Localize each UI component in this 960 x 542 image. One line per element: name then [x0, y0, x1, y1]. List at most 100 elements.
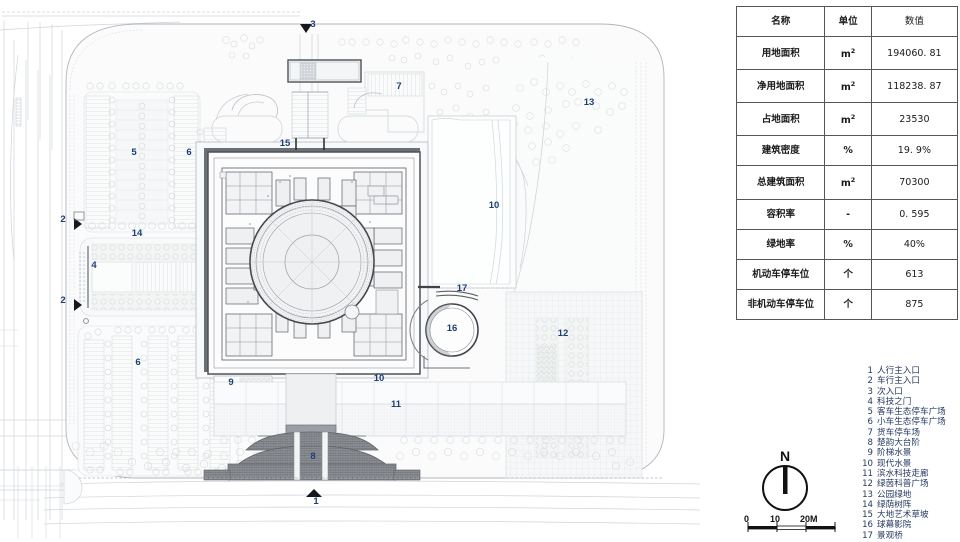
metrics-cell-unit: 个 [824, 258, 872, 290]
metrics-cell-value: 0. 595 [870, 198, 959, 230]
legend-item-number: 17 [862, 530, 873, 541]
map-number-8: 8 [310, 451, 315, 462]
legend-item-number: 11 [862, 468, 873, 479]
metrics-cell-unit: m2 [824, 102, 872, 137]
south-road [43, 477, 701, 525]
legend-item-number: 8 [867, 438, 873, 449]
metrics-cell-value: 70300 [870, 165, 959, 200]
metrics-header-row: 名称 单位 数值 [735, 6, 959, 37]
legend-item-number: 7 [867, 427, 873, 438]
map-number-10: 10 [489, 200, 500, 211]
legend-item-label: 车行主入口 [877, 376, 920, 387]
map-number-13: 13 [584, 97, 595, 108]
metrics-header-name: 名称 [735, 6, 826, 37]
legend-item-number: 14 [862, 499, 873, 510]
metrics-cell-unit: m2 [824, 165, 872, 200]
legend-item-label: 次入口 [877, 386, 903, 397]
metrics-cell-name: 用地面积 [735, 35, 826, 71]
tree-row-bottom [88, 222, 196, 230]
map-number-3: 3 [310, 19, 315, 30]
legend-item-number: 9 [867, 448, 873, 459]
boundary-tree-line [69, 29, 143, 425]
tech-gate-dashed [79, 252, 85, 304]
legend-item: 9 阶梯水景 [860, 448, 960, 458]
legend-item-label: 滨水科技走廊 [877, 468, 929, 479]
metrics-cell-value: 118238. 87 [870, 69, 959, 104]
plan-detail-dots [247, 175, 383, 305]
map-number-6: 6 [186, 147, 191, 158]
legend-item-label: 现代水景 [877, 458, 912, 469]
metrics-row: 建筑密度%19. 9% [735, 135, 959, 167]
legend-item-label: 人行主入口 [877, 366, 920, 376]
map-number-11: 11 [391, 399, 402, 410]
scale-label-mid: 10 [770, 514, 781, 524]
legend-item: 3 次入口 [860, 387, 960, 397]
legend-item-label: 楚韵大台阶 [877, 438, 920, 449]
modern-water-feature-10 [427, 115, 517, 289]
scale-bar [747, 522, 836, 532]
park-green-13 [497, 57, 640, 301]
dome-cinema-16 [409, 299, 479, 369]
metrics-cell-unit: m2 [824, 35, 872, 71]
map-number-10: 10 [374, 373, 385, 384]
tree-row-edge [108, 96, 176, 224]
legend-item-number: 16 [862, 520, 873, 531]
metrics-row: 容积率-0. 595 [735, 198, 959, 230]
legend-item-label: 公园绿地 [877, 489, 912, 500]
metrics-cell-name: 净用地面积 [735, 69, 826, 104]
vehicle-entry-arrow-north [74, 218, 82, 230]
land-art-lawn-15 [211, 91, 419, 150]
metrics-cell-unit: 个 [824, 288, 872, 320]
legend-item-label: 阶梯水景 [877, 448, 912, 459]
metrics-cell-unit: % [824, 135, 872, 167]
main-museum-building [195, 141, 429, 379]
legend-item: 17 景观桥 [860, 531, 960, 541]
north-service-building [287, 59, 362, 83]
map-number-9: 9 [228, 377, 233, 388]
legend-item-number: 3 [867, 386, 873, 397]
metrics-cell-name: 绿地率 [735, 228, 826, 260]
metrics-cell-name: 非机动车停车位 [735, 288, 826, 320]
context-rail-hatch [15, 97, 22, 127]
site-marker [83, 318, 89, 324]
map-number-15: 15 [280, 138, 291, 149]
metrics-header-value: 数值 [870, 6, 959, 37]
grand-stair-8 [203, 373, 421, 481]
metrics-cell-name: 占地面积 [735, 102, 826, 137]
atrium-axes [250, 200, 374, 324]
legend-item-label: 球幕影院 [877, 520, 912, 531]
metrics-cell-value: 19. 9% [870, 135, 959, 167]
metrics-cell-value: 40% [870, 228, 959, 260]
atrium-core [344, 304, 360, 320]
metrics-cell-value: 875 [870, 288, 959, 320]
gatehouse-north [73, 211, 85, 221]
tree-cluster-south [71, 441, 634, 470]
tree-row-center [138, 102, 146, 220]
legend-item: 2 车行主入口 [860, 376, 960, 386]
metrics-row: 绿地率%40% [735, 228, 959, 260]
metrics-cell-name: 建筑密度 [735, 135, 826, 167]
map-number-2: 2 [60, 295, 65, 306]
map-number-2: 2 [60, 214, 65, 225]
legend-item-number: 5 [867, 407, 873, 418]
map-number-14: 14 [132, 228, 143, 239]
legend-item-label: 景观桥 [877, 530, 903, 541]
tree-cluster-nw [222, 34, 264, 60]
legend-item-number: 1 [867, 366, 873, 376]
entry-arrow-3 [300, 24, 312, 33]
legend-item-number: 2 [867, 376, 873, 387]
